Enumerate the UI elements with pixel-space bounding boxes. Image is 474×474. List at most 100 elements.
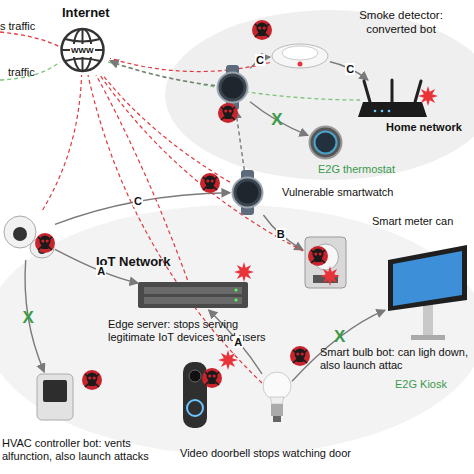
edge-label: B — [276, 228, 286, 240]
free-label: s traffic — [0, 20, 35, 33]
bot-badge — [82, 370, 102, 390]
skull-eye — [88, 376, 91, 379]
skull-jaw — [89, 381, 96, 386]
node-caption: Home network — [386, 121, 462, 134]
icon-part — [423, 303, 433, 337]
icon-part — [298, 62, 303, 67]
crossbone — [205, 372, 219, 385]
skull-head — [205, 176, 216, 187]
icon-part — [38, 246, 46, 254]
node-caption: Edge server: stops serving legitimate Io… — [108, 318, 283, 344]
node-caption: Vulnerable smartwatch — [282, 186, 393, 199]
node-caption: Smoke detector: converted bot — [345, 8, 457, 36]
skull-eye — [93, 376, 96, 379]
skull-jaw — [297, 357, 304, 362]
icon-part — [187, 400, 203, 416]
attack-traffic-line — [96, 75, 187, 280]
icon-part — [37, 374, 73, 420]
attack-path-arrow — [236, 110, 245, 170]
skull-eye — [263, 26, 266, 29]
device-node: Vulnerable smartwatch — [230, 170, 265, 215]
meter-icon — [303, 235, 348, 290]
edge-label: C — [345, 63, 355, 75]
icon-part — [358, 102, 427, 117]
crossbone — [203, 177, 217, 190]
node-caption: Smart meter can — [372, 215, 453, 228]
smoke-icon — [270, 40, 330, 70]
skull-jaw — [225, 114, 232, 119]
icon-part — [305, 237, 346, 288]
skull-head — [87, 373, 98, 384]
free-label: traffic — [8, 66, 35, 79]
home-network-region — [165, 10, 474, 180]
skull-eye — [296, 352, 299, 355]
damage-burst — [234, 262, 254, 282]
icon-part — [43, 380, 67, 402]
icon-part — [388, 110, 391, 113]
camera-icon — [0, 210, 55, 260]
skull-eye — [301, 352, 304, 355]
icon-part — [235, 289, 238, 292]
device-node: Video doorbell stops watching door — [180, 360, 210, 430]
device-node: E2G thermostat — [308, 125, 343, 160]
icon-part — [222, 77, 244, 99]
icon-part — [263, 372, 291, 400]
doorbell-icon — [180, 360, 210, 430]
crossbone — [85, 374, 99, 387]
icon-part — [30, 238, 54, 258]
skull-eye — [211, 179, 214, 182]
icon-part — [273, 416, 281, 422]
node-caption: Internet — [62, 5, 110, 21]
icon-part — [237, 182, 259, 204]
device-node: HVAC controller bot: vents alfunction, a… — [35, 372, 75, 422]
skull-head — [295, 349, 306, 360]
attack-path-arrow — [110, 61, 215, 86]
icon-part — [138, 282, 248, 308]
node-heading: IoT Network — [96, 254, 170, 270]
edge-label: X — [334, 328, 345, 346]
skull-eye — [208, 374, 211, 377]
attack-traffic-line — [110, 58, 270, 71]
skull-head — [207, 371, 218, 382]
malicious-traffic-line — [0, 32, 62, 48]
hvac-icon — [35, 372, 75, 422]
crossbone — [203, 177, 217, 190]
bulb-icon — [262, 370, 292, 425]
skull-jaw — [259, 31, 266, 36]
bot-badge-circle — [252, 20, 272, 40]
legit-traffic-line — [0, 62, 60, 80]
iot-network-region — [0, 205, 474, 455]
edge-label: C — [133, 195, 143, 207]
skull-eye — [224, 109, 227, 112]
device-node: Smart meter can — [303, 235, 348, 290]
edge-label: A — [96, 265, 106, 277]
skull-jaw — [207, 184, 214, 189]
node-caption: Video doorbell stops watching door — [180, 447, 351, 460]
icon-part — [271, 404, 283, 416]
damage-burst — [218, 350, 238, 370]
crossbone — [255, 24, 269, 37]
attack-path-arrow — [330, 62, 368, 80]
bot-badge — [290, 346, 310, 366]
bot-badge — [200, 173, 220, 193]
icon-part — [315, 132, 337, 154]
thermo-icon — [308, 125, 343, 160]
icon-part — [13, 227, 27, 241]
watch-icon — [215, 65, 250, 110]
crossbone — [85, 374, 99, 387]
icon-part — [62, 29, 104, 71]
edge-label: X — [23, 309, 34, 327]
icon-part — [144, 287, 242, 294]
icon-part — [391, 80, 394, 102]
icon-part — [393, 251, 462, 306]
edge-label: A — [233, 336, 243, 348]
bot-badge-circle — [290, 346, 310, 366]
icon-part — [270, 397, 284, 404]
icon-part — [310, 127, 342, 159]
device-node: Smart bulb bot: can ligh down, also laun… — [262, 370, 292, 425]
icon-part — [218, 73, 248, 103]
node-caption: E2G Kiosk — [395, 378, 447, 391]
skull-jaw — [209, 379, 216, 384]
icon-part — [282, 46, 318, 60]
icon-part — [233, 178, 263, 208]
